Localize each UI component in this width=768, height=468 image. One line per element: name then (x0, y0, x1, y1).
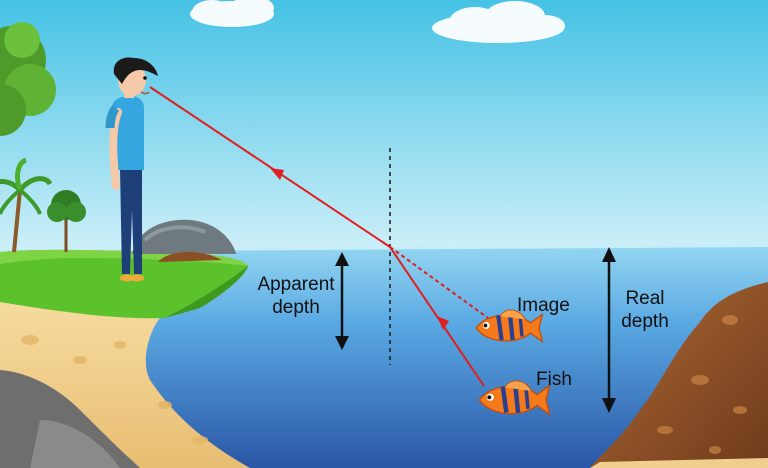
tree-icon (0, 22, 56, 136)
palm-tree-icon (0, 157, 53, 253)
refracted-ray-air (149, 86, 391, 248)
cloud-icon (432, 1, 565, 43)
ray-arrow-icon (437, 316, 449, 330)
real-depth-label-line2: depth (621, 311, 669, 332)
fish-label: Fish (536, 369, 572, 390)
incident-ray-water (389, 246, 485, 387)
right-bank-soil (590, 282, 768, 468)
ray-arrow-icon (270, 168, 284, 180)
image-label: Image (517, 295, 570, 316)
apparent-depth-label: Apparent depth (250, 273, 342, 319)
cloud-icon (190, 0, 274, 27)
boulder (132, 219, 236, 254)
real-depth-arrow (602, 247, 616, 413)
real-depth-label: Real depth (616, 287, 674, 333)
boy-icon (105, 57, 158, 282)
rock (0, 370, 140, 468)
soil-spots (657, 315, 747, 454)
sand-spots (21, 335, 208, 444)
rock (30, 420, 120, 468)
real-depth-label-line1: Real (625, 288, 665, 309)
tree-icon (47, 190, 86, 252)
apparent-depth-label-line2: depth (272, 297, 320, 318)
virtual-ray (389, 246, 489, 319)
grass (0, 249, 248, 319)
apparent-depth-label-line1: Apparent (257, 274, 335, 295)
right-bank-sand (590, 458, 768, 468)
apparent-depth-arrow (335, 252, 349, 350)
dirt-mound (158, 251, 222, 262)
